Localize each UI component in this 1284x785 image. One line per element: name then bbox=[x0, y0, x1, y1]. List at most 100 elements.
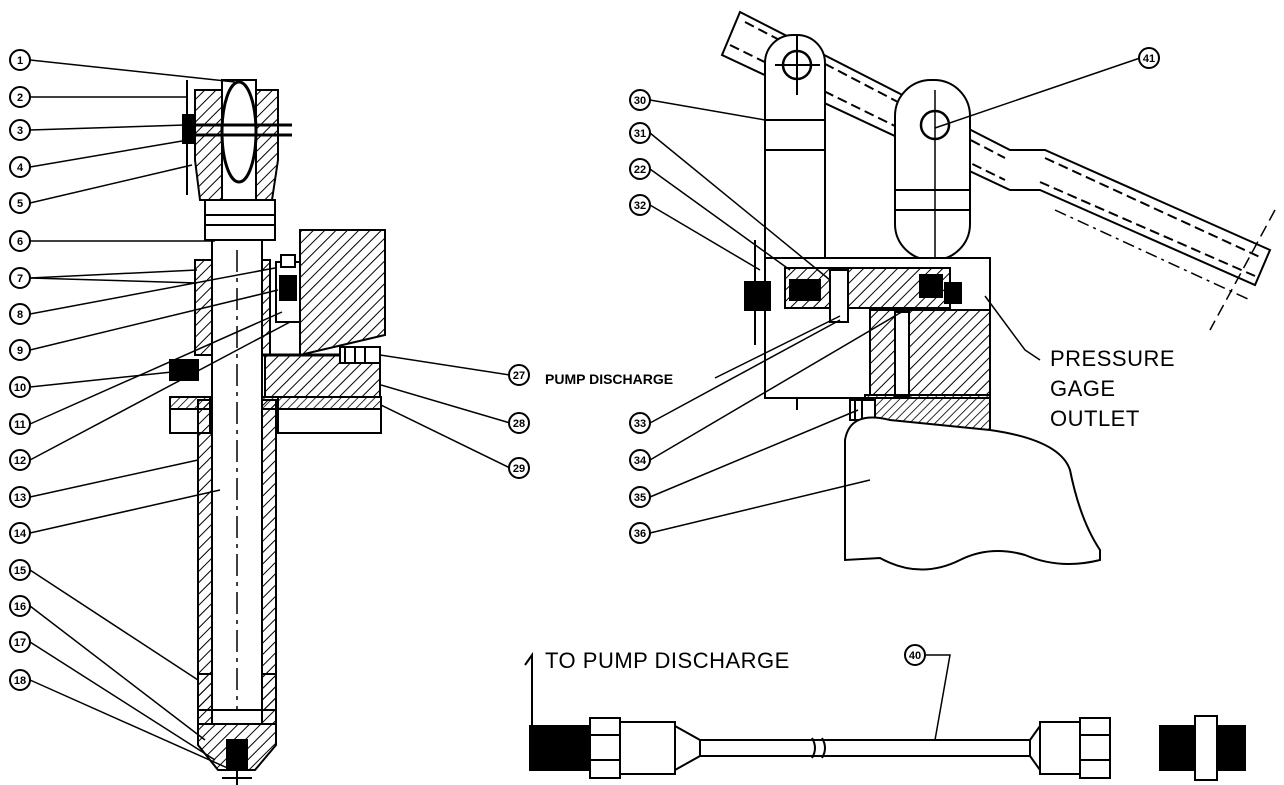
part-balloons: 1234567891011121314151617182728293031223… bbox=[9, 47, 1160, 691]
hose-leader bbox=[925, 654, 951, 741]
balloon-number: 4 bbox=[17, 162, 24, 174]
balloon-circle bbox=[9, 156, 31, 178]
hose-nut-right bbox=[1079, 717, 1111, 779]
pump-lever-section bbox=[720, 10, 1276, 571]
balloon-number: 15 bbox=[14, 565, 26, 577]
hose-nut-left bbox=[589, 717, 621, 779]
balloon-5: 5 bbox=[9, 192, 31, 214]
balloon-1: 1 bbox=[9, 49, 31, 71]
check-valve-ball bbox=[279, 275, 297, 301]
fulcrum-post bbox=[894, 79, 971, 261]
balloon-circle bbox=[9, 119, 31, 141]
balloon-number: 18 bbox=[14, 675, 26, 687]
hose-break bbox=[811, 737, 826, 759]
balloon-number: 7 bbox=[17, 273, 23, 285]
pump-discharge-label: PUMP DISCHARGE bbox=[545, 371, 673, 387]
balloon-number: 30 bbox=[634, 95, 646, 107]
balloon-circle bbox=[9, 303, 31, 325]
balloon-number: 40 bbox=[909, 650, 921, 662]
screw-left bbox=[744, 281, 771, 311]
balloon-2: 2 bbox=[9, 86, 31, 108]
valve-screw bbox=[280, 254, 296, 268]
balloon-3: 3 bbox=[9, 119, 31, 141]
side-seal bbox=[169, 359, 199, 381]
valve-stem bbox=[829, 269, 849, 323]
reservoir-cap bbox=[869, 309, 991, 396]
clevis-link bbox=[220, 80, 258, 184]
balloon-circle bbox=[9, 413, 31, 435]
adapter-thread-right bbox=[1216, 725, 1246, 771]
balloon-number: 29 bbox=[513, 463, 525, 475]
balloon-number: 22 bbox=[634, 164, 646, 176]
balloon-circle bbox=[9, 339, 31, 361]
balloon-9: 9 bbox=[9, 339, 31, 361]
balloon-circle bbox=[629, 122, 651, 144]
balloon-41: 41 bbox=[1138, 47, 1160, 69]
balloon-circle bbox=[9, 559, 31, 581]
balloon-circle bbox=[9, 230, 31, 252]
balloon-27: 27 bbox=[508, 364, 530, 386]
valve-seat-right bbox=[919, 274, 943, 298]
balloon-circle bbox=[9, 669, 31, 691]
balloon-circle bbox=[508, 457, 530, 479]
balloon-22: 22 bbox=[629, 158, 651, 180]
balloon-number: 35 bbox=[634, 492, 646, 504]
balloon-circle bbox=[1138, 47, 1160, 69]
valve-seat-left bbox=[789, 279, 821, 301]
balloon-number: 32 bbox=[634, 200, 646, 212]
balloon-number: 5 bbox=[17, 198, 23, 210]
balloon-circle bbox=[9, 486, 31, 508]
balloon-number: 17 bbox=[14, 637, 26, 649]
balloon-number: 10 bbox=[14, 382, 26, 394]
balloon-circle bbox=[9, 192, 31, 214]
hose-assembly bbox=[524, 651, 1246, 781]
balloon-16: 16 bbox=[9, 595, 31, 617]
bottom-plug bbox=[226, 739, 248, 771]
balloon-number: 1 bbox=[17, 55, 23, 67]
balloon-circle bbox=[629, 412, 651, 434]
balloon-33: 33 bbox=[629, 412, 651, 434]
packing-nut-left bbox=[197, 673, 213, 725]
balloon-circle bbox=[9, 595, 31, 617]
balloon-31: 31 bbox=[629, 122, 651, 144]
balloon-7: 7 bbox=[9, 267, 31, 289]
gage-plug bbox=[944, 282, 962, 304]
balloon-28: 28 bbox=[508, 412, 530, 434]
balloon-circle bbox=[9, 522, 31, 544]
reservoir-block bbox=[299, 229, 386, 357]
pump-cylinder-section bbox=[169, 79, 386, 785]
balloon-circle bbox=[629, 486, 651, 508]
balloon-34: 34 bbox=[629, 449, 651, 471]
balloon-6: 6 bbox=[9, 230, 31, 252]
balloon-14: 14 bbox=[9, 522, 31, 544]
balloon-circle bbox=[629, 194, 651, 216]
to-pump-leader bbox=[524, 651, 533, 725]
pin-nut bbox=[182, 114, 196, 144]
balloon-36: 36 bbox=[629, 522, 651, 544]
hose-ferrule-right bbox=[1039, 721, 1081, 775]
balloon-18: 18 bbox=[9, 669, 31, 691]
balloon-circle bbox=[508, 364, 530, 386]
balloon-circle bbox=[629, 158, 651, 180]
balloon-circle bbox=[508, 412, 530, 434]
balloon-30: 30 bbox=[629, 89, 651, 111]
pressure-gage-label-line1: PRESSURE bbox=[1050, 346, 1175, 371]
balloon-number: 31 bbox=[634, 128, 646, 140]
balloon-circle bbox=[9, 86, 31, 108]
balloon-number: 9 bbox=[17, 345, 23, 357]
balloon-number: 3 bbox=[17, 125, 23, 137]
balloon-number: 6 bbox=[17, 236, 23, 248]
balloon-4: 4 bbox=[9, 156, 31, 178]
balloon-40: 40 bbox=[904, 644, 926, 666]
tank bbox=[844, 416, 1101, 571]
balloon-circle bbox=[629, 89, 651, 111]
barrel-wall-right bbox=[261, 399, 277, 711]
pressure-gage-label-line3: OUTLET bbox=[1050, 406, 1140, 431]
balloon-number: 41 bbox=[1143, 53, 1155, 65]
balloon-32: 32 bbox=[629, 194, 651, 216]
balloon-number: 14 bbox=[14, 528, 27, 540]
balloon-circle bbox=[629, 522, 651, 544]
balloon-circle bbox=[9, 449, 31, 471]
right-leader-lines bbox=[649, 57, 1141, 534]
